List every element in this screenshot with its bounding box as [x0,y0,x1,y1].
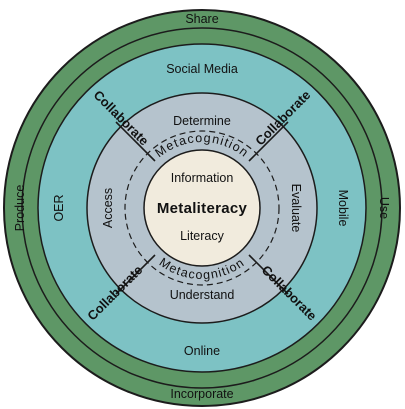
outer-label-share: Share [185,12,218,26]
core-label-information: Information [171,171,234,185]
inner-label-access: Access [101,188,115,228]
middle-label-online: Online [184,344,220,358]
outer-label-incorporate: Incorporate [170,387,233,401]
outer-ring-inner-border [21,27,383,389]
core-circle [143,149,261,267]
diagonal-lines [115,121,289,295]
middle-label-social-media: Social Media [166,62,238,76]
inner-label-evaluate: Evaluate [289,184,303,233]
inner-label-determine: Determine [173,114,231,128]
diagonal-line-bottom-right [248,254,289,295]
inner-label-understand: Understand [170,288,235,302]
diagonal-line-top-left [115,121,156,162]
metacognition-dashed-circle [124,130,280,286]
outer-label-use: Use [377,197,391,219]
diagonal-line-top-right [248,121,289,162]
diagonal-line-bottom-left [115,254,156,295]
middle-label-oer: OER [52,194,66,221]
core-title-metaliteracy: Metaliteracy [157,200,248,217]
core-label-literacy: Literacy [180,229,225,243]
outer-label-produce: Produce [13,185,27,232]
middle-label-mobile: Mobile [336,190,350,227]
